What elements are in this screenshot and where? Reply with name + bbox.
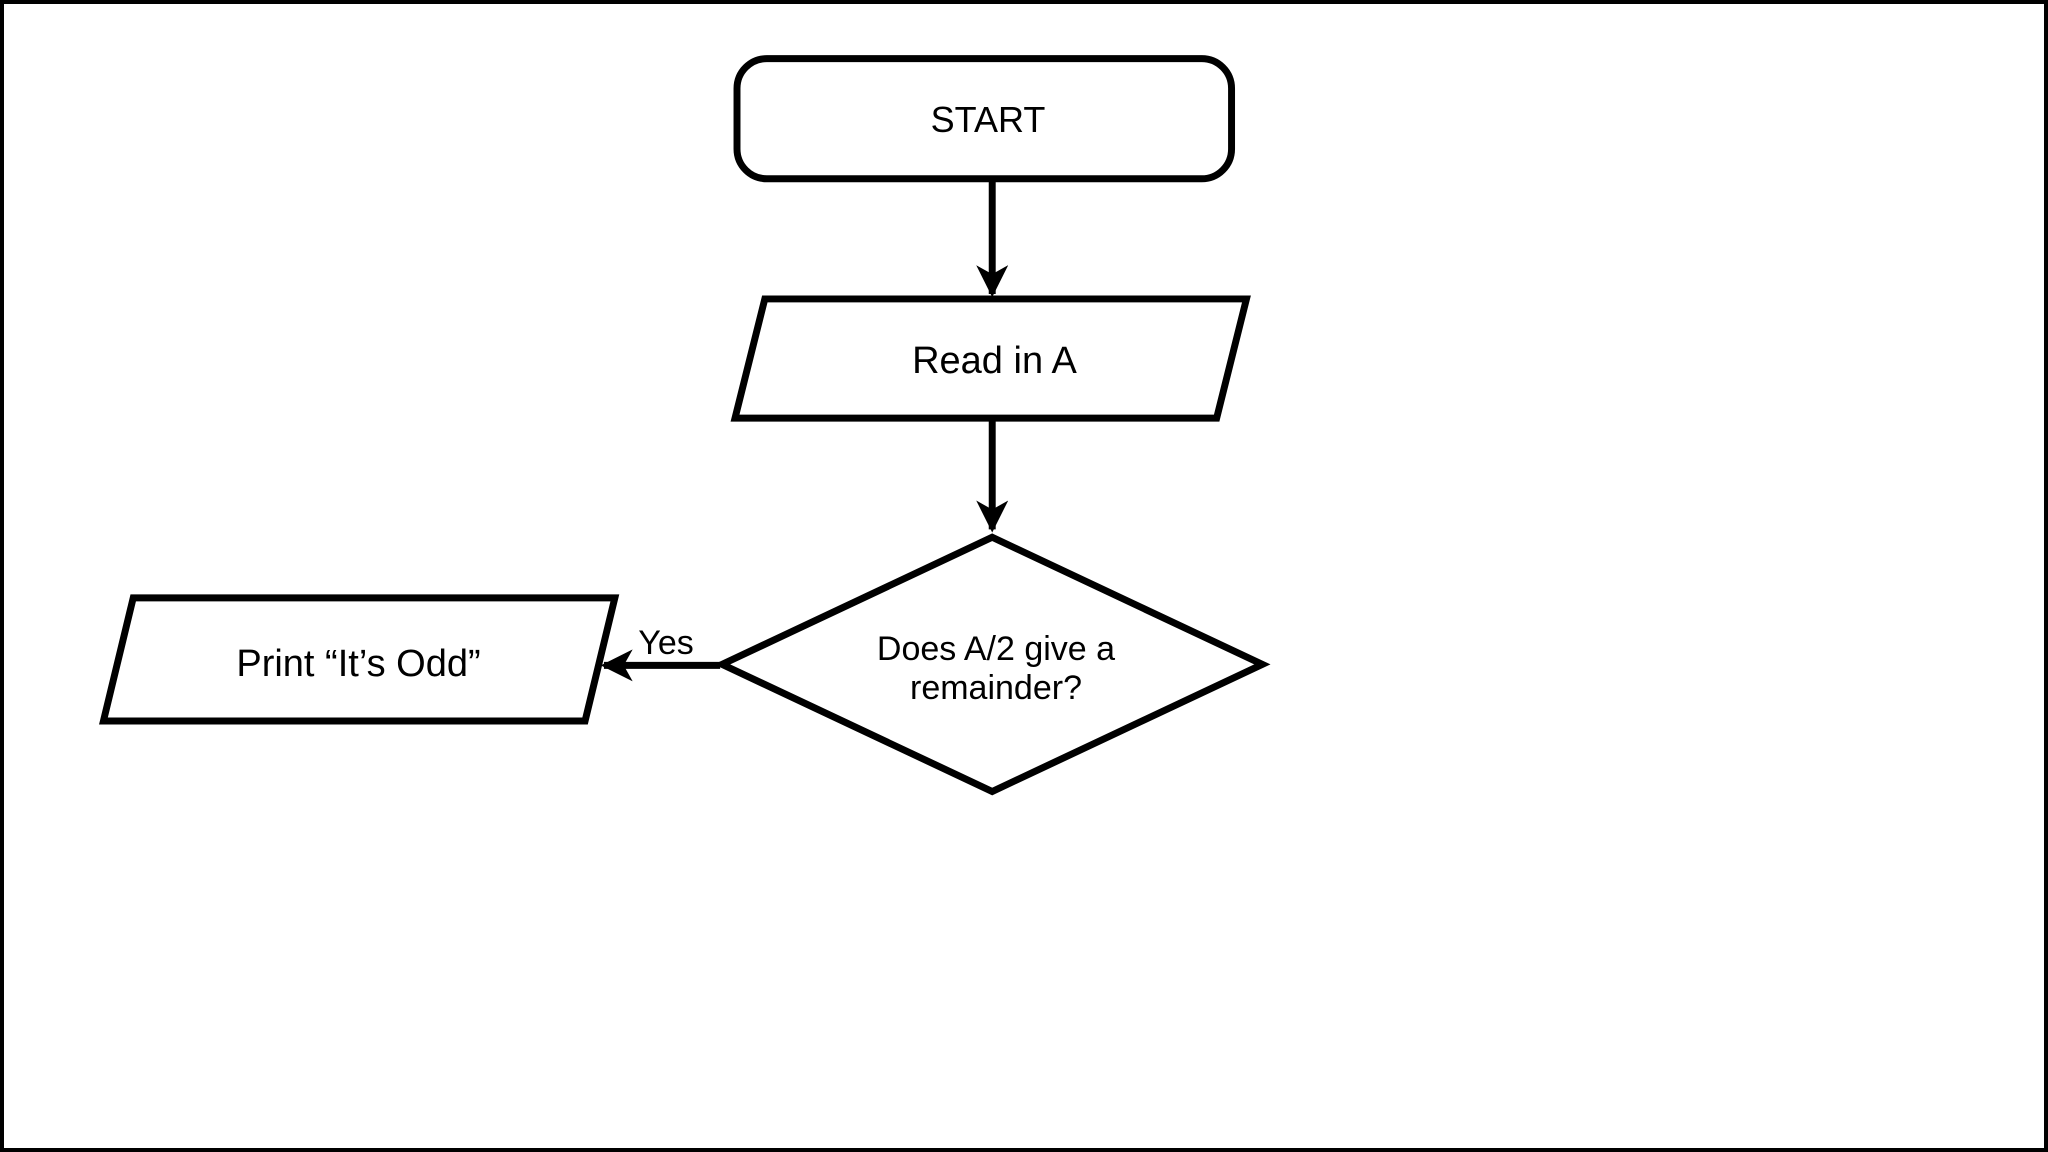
node-read-parallelogram bbox=[730, 295, 1251, 422]
node-print-parallelogram bbox=[99, 594, 620, 725]
node-start-terminator bbox=[733, 55, 1236, 183]
flowchart-shapes bbox=[99, 55, 1271, 796]
node-decision-diamond bbox=[713, 533, 1271, 796]
